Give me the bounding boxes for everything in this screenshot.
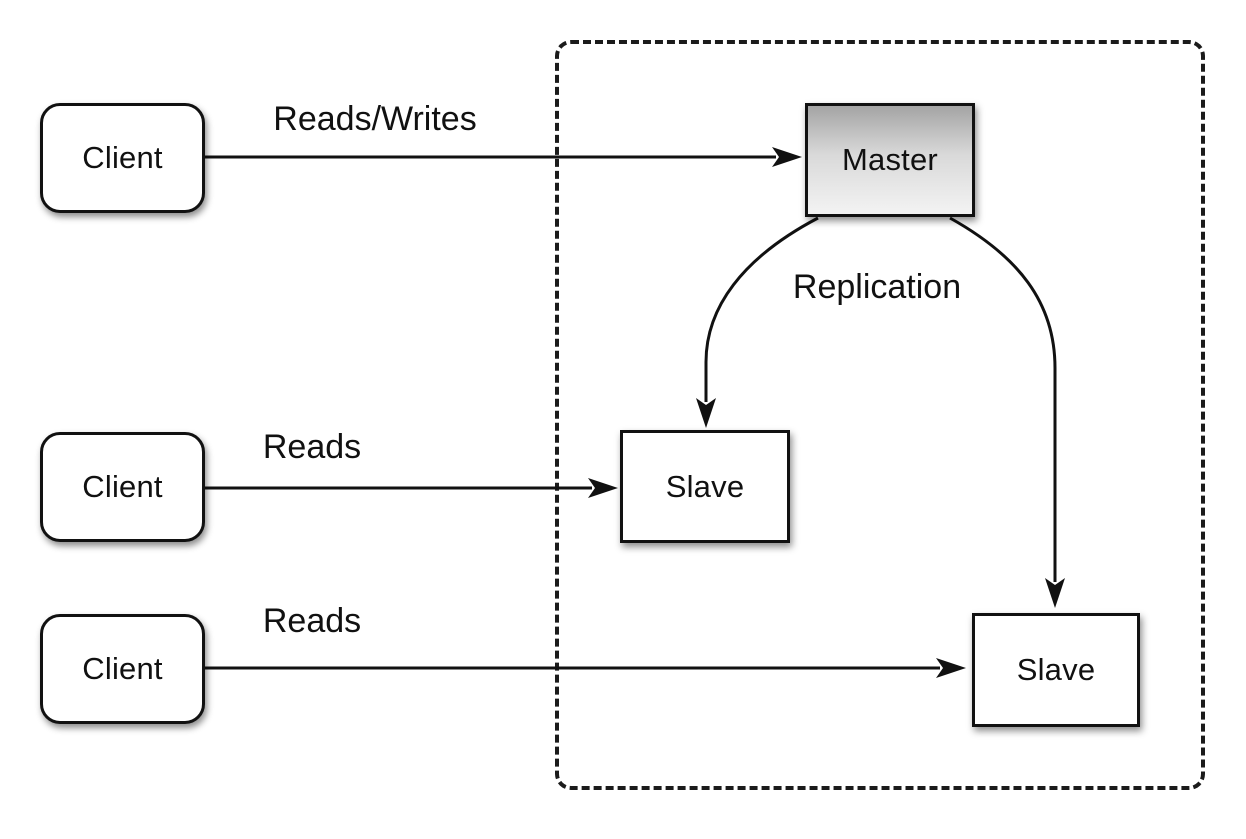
slave-node-1-label: Slave [665,468,745,504]
replication-group-boundary [555,40,1205,790]
client-node-3-label: Client [82,651,163,686]
client-node-2: Client [40,432,205,542]
client-node-1: Client [40,103,205,213]
slave-node-2-label: Slave [1016,652,1096,687]
reads-label-2: Reads [262,602,362,640]
slave-node-2: Slave [972,613,1140,727]
client-node-1-label: Client [82,140,163,175]
replication-label: Replication [792,268,962,306]
slave-node-1: Slave [620,430,790,543]
reads-label-1: Reads [262,428,362,466]
client-node-3: Client [40,614,205,724]
client-node-2-label: Client [82,469,163,504]
reads-writes-label: Reads/Writes [273,100,477,138]
master-node-label: Master [842,142,938,177]
master-node: Master [805,103,975,217]
